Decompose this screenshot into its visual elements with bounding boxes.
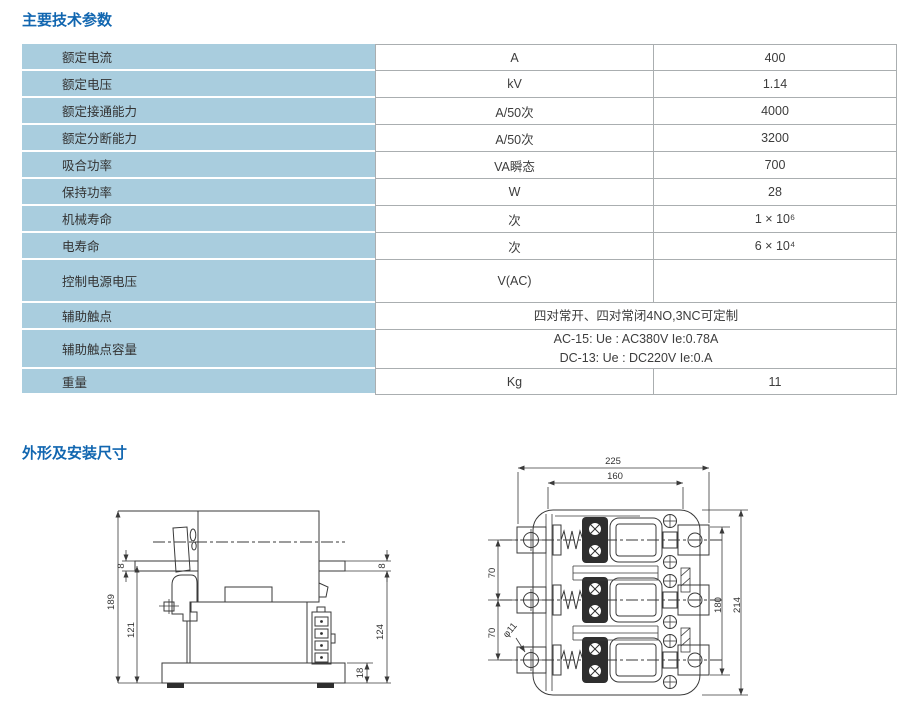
dim-right-height: 124 [375,624,386,640]
param-label: 额定分断能力 [22,125,375,152]
param-unit: V(AC) [375,260,653,303]
side-view-dimensions: 189 121 8 8 124 18 [106,511,391,684]
param-unit: A [375,44,653,71]
param-value: 1.14 [653,71,897,98]
param-unit: Kg [375,369,653,395]
param-unit: A/50次 [375,125,653,152]
param-value: 4000 [653,98,897,125]
param-label: 重量 [22,369,375,395]
param-label: 控制电源电压 [22,260,375,303]
dim-base-height: 121 [126,622,137,638]
param-value: 11 [653,369,897,395]
param-merged-value: 四对常开、四对常闭4NO,3NC可定制 [375,303,897,330]
pole-assembly-1 [499,514,725,569]
pole-assembly-2 [499,574,725,629]
param-unit: 次 [375,233,653,260]
param-value: 3200 [653,125,897,152]
dim-mount-height: 180 [713,597,724,613]
arc-vents [680,567,691,653]
dim-hole-diameter: φ11 [501,621,520,640]
param-merged-value: AC-15: Ue : AC380V Ie:0.78A DC-13: Ue : … [375,330,897,369]
param-value: 6 × 10⁴ [653,233,897,260]
param-unit: 次 [375,206,653,233]
dim-flange-right: 8 [377,563,388,568]
param-label: 额定电流 [22,44,375,71]
param-unit: A/50次 [375,98,653,125]
aux-capacity-line1: AC-15: Ue : AC380V Ie:0.78A [553,332,719,346]
dim-inner-width: 160 [607,471,623,482]
side-view-drawing: 189 121 8 8 124 18 [106,510,391,688]
dim-pole-pitch-bottom: 70 [487,628,498,639]
param-unit: W [375,179,653,206]
dim-overall-width: 225 [605,456,621,467]
front-view-body [499,509,725,696]
front-view-drawing: 225 160 70 70 180 214 φ11 [487,456,748,696]
param-unit: VA瞬态 [375,152,653,179]
dim-pole-pitch-top: 70 [487,568,498,579]
tech-params-table: 额定电流 A 400 额定电压 kV 1.14 额定接通能力 A/50次 400… [22,44,897,395]
param-label: 保持功率 [22,179,375,206]
dim-base-thickness: 18 [355,668,366,679]
param-value [653,260,897,303]
param-label: 额定电压 [22,71,375,98]
dim-flange-left: 8 [116,563,127,568]
param-label: 吸合功率 [22,152,375,179]
param-value: 400 [653,44,897,71]
param-label: 机械寿命 [22,206,375,233]
aux-terminal-block [311,606,336,665]
param-label: 电寿命 [22,233,375,260]
dim-overall-height: 189 [106,594,117,610]
param-label: 辅助触点 [22,303,375,330]
section-title-dimensions: 外形及安装尺寸 [22,445,128,462]
param-value: 28 [653,179,897,206]
param-label: 额定接通能力 [22,98,375,125]
section-title-tech-params: 主要技术参数 [22,12,113,29]
param-value: 700 [653,152,897,179]
param-value: 1 × 10⁶ [653,206,897,233]
side-view-body [118,510,346,688]
aux-capacity-line2: DC-13: Ue : DC220V Ie:0.A [559,351,713,365]
param-unit: kV [375,71,653,98]
dim-overall-height: 214 [732,597,743,613]
param-label: 辅助触点容量 [22,330,375,369]
